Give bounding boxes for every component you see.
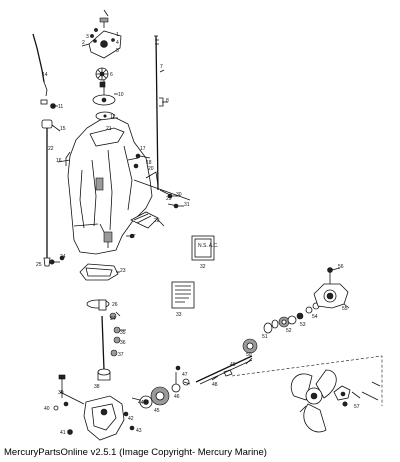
housing-seal-ring[interactable] <box>79 263 119 281</box>
callout-11: 11 <box>58 104 63 110</box>
callout-15: 15 <box>60 126 66 132</box>
callout-17: 17 <box>140 146 146 152</box>
propeller-hardware[interactable] <box>333 381 381 407</box>
bearing-spacers[interactable] <box>109 312 121 357</box>
callout-3: 3 <box>86 34 89 40</box>
propeller-drive-pinion[interactable] <box>97 299 111 381</box>
callout-50: 50 <box>246 352 252 358</box>
decal-text: N.S. A.C. <box>198 243 219 249</box>
callout-56: 56 <box>338 264 344 270</box>
callout-57: 57 <box>354 404 360 410</box>
callout-55: 55 <box>342 306 348 312</box>
callout-4: 4 <box>116 40 119 46</box>
callout-39: 39 <box>58 390 64 396</box>
leader-lines <box>51 9 350 413</box>
callout-44: 44 <box>138 400 144 406</box>
callout-40: 40 <box>44 406 50 412</box>
callout-35: 35 <box>120 330 126 336</box>
info-decal[interactable] <box>171 281 195 309</box>
callout-16: 16 <box>56 158 62 164</box>
gear-housing[interactable] <box>57 117 191 255</box>
callout-29: 29 <box>166 196 172 202</box>
water-pump-cover[interactable] <box>88 17 122 59</box>
callout-46: 46 <box>174 394 180 400</box>
callout-28: 28 <box>154 218 160 224</box>
callout-18: 18 <box>146 160 152 166</box>
water-pump-impeller[interactable] <box>95 67 109 81</box>
shift-shaft[interactable] <box>32 33 51 267</box>
reverse-gear-assembly[interactable] <box>139 365 190 409</box>
callout-38: 38 <box>94 384 100 390</box>
callout-43: 43 <box>136 428 142 434</box>
callout-7: 7 <box>160 64 163 70</box>
bearing-carrier[interactable] <box>313 267 349 309</box>
callout-45: 45 <box>154 408 160 414</box>
callout-36: 36 <box>120 340 126 346</box>
callout-25: 25 <box>36 262 42 268</box>
image-caption: MercuryPartsOnline v2.5.1 (Image Copyrig… <box>4 447 267 458</box>
callout-49: 49 <box>230 362 236 368</box>
callout-21: 21 <box>106 126 112 132</box>
callout-52: 52 <box>286 328 292 334</box>
trim-tab-plate[interactable] <box>130 211 159 229</box>
callout-5: 5 <box>116 48 119 54</box>
callout-8: 8 <box>166 98 169 104</box>
callout-24: 24 <box>60 254 66 260</box>
callout-23: 23 <box>120 268 126 274</box>
propeller-group-outline <box>231 355 383 406</box>
callout-20: 20 <box>148 166 154 172</box>
drive-shaft[interactable] <box>154 35 164 191</box>
exploded-parts-diagram: N.S. A.C. <box>32 9 383 441</box>
callout-6: 6 <box>110 72 113 78</box>
callout-41: 41 <box>60 430 66 436</box>
callout-37: 37 <box>118 352 124 358</box>
callout-2: 2 <box>82 40 85 46</box>
callout-26: 26 <box>112 302 118 308</box>
callout-33: 33 <box>176 312 182 318</box>
propeller[interactable] <box>290 369 337 433</box>
housing-fasteners[interactable] <box>49 189 179 265</box>
pump-face-plate[interactable] <box>92 80 116 106</box>
callout-47: 47 <box>182 372 188 378</box>
clutch-and-gear-set[interactable] <box>263 302 320 334</box>
callout-48: 48 <box>212 382 218 388</box>
callout-42: 42 <box>128 416 134 422</box>
callout-30: 30 <box>176 192 182 198</box>
callout-10: 10 <box>118 92 124 98</box>
decal-na-ca[interactable]: N.S. A.C. <box>191 235 219 261</box>
lower-skeg[interactable] <box>53 374 135 441</box>
callout-53: 53 <box>300 322 306 328</box>
callout-22: 22 <box>48 146 54 152</box>
callout-51: 51 <box>262 334 268 340</box>
callout-1: 1 <box>116 32 119 38</box>
callout-numbers: 1 2 3 4 5 6 7 8 10 11 12 14 15 16 17 18 … <box>36 32 360 436</box>
callout-34: 34 <box>110 316 116 322</box>
callout-31: 31 <box>184 202 190 208</box>
callout-14: 14 <box>42 72 48 78</box>
callout-12: 12 <box>110 114 116 120</box>
callout-27: 27 <box>130 234 136 240</box>
forward-gear[interactable] <box>242 338 258 354</box>
propeller-shaft[interactable] <box>195 355 253 385</box>
shift-shaft-bushing[interactable] <box>41 103 56 129</box>
callout-54: 54 <box>312 314 318 320</box>
callout-32: 32 <box>200 264 206 270</box>
